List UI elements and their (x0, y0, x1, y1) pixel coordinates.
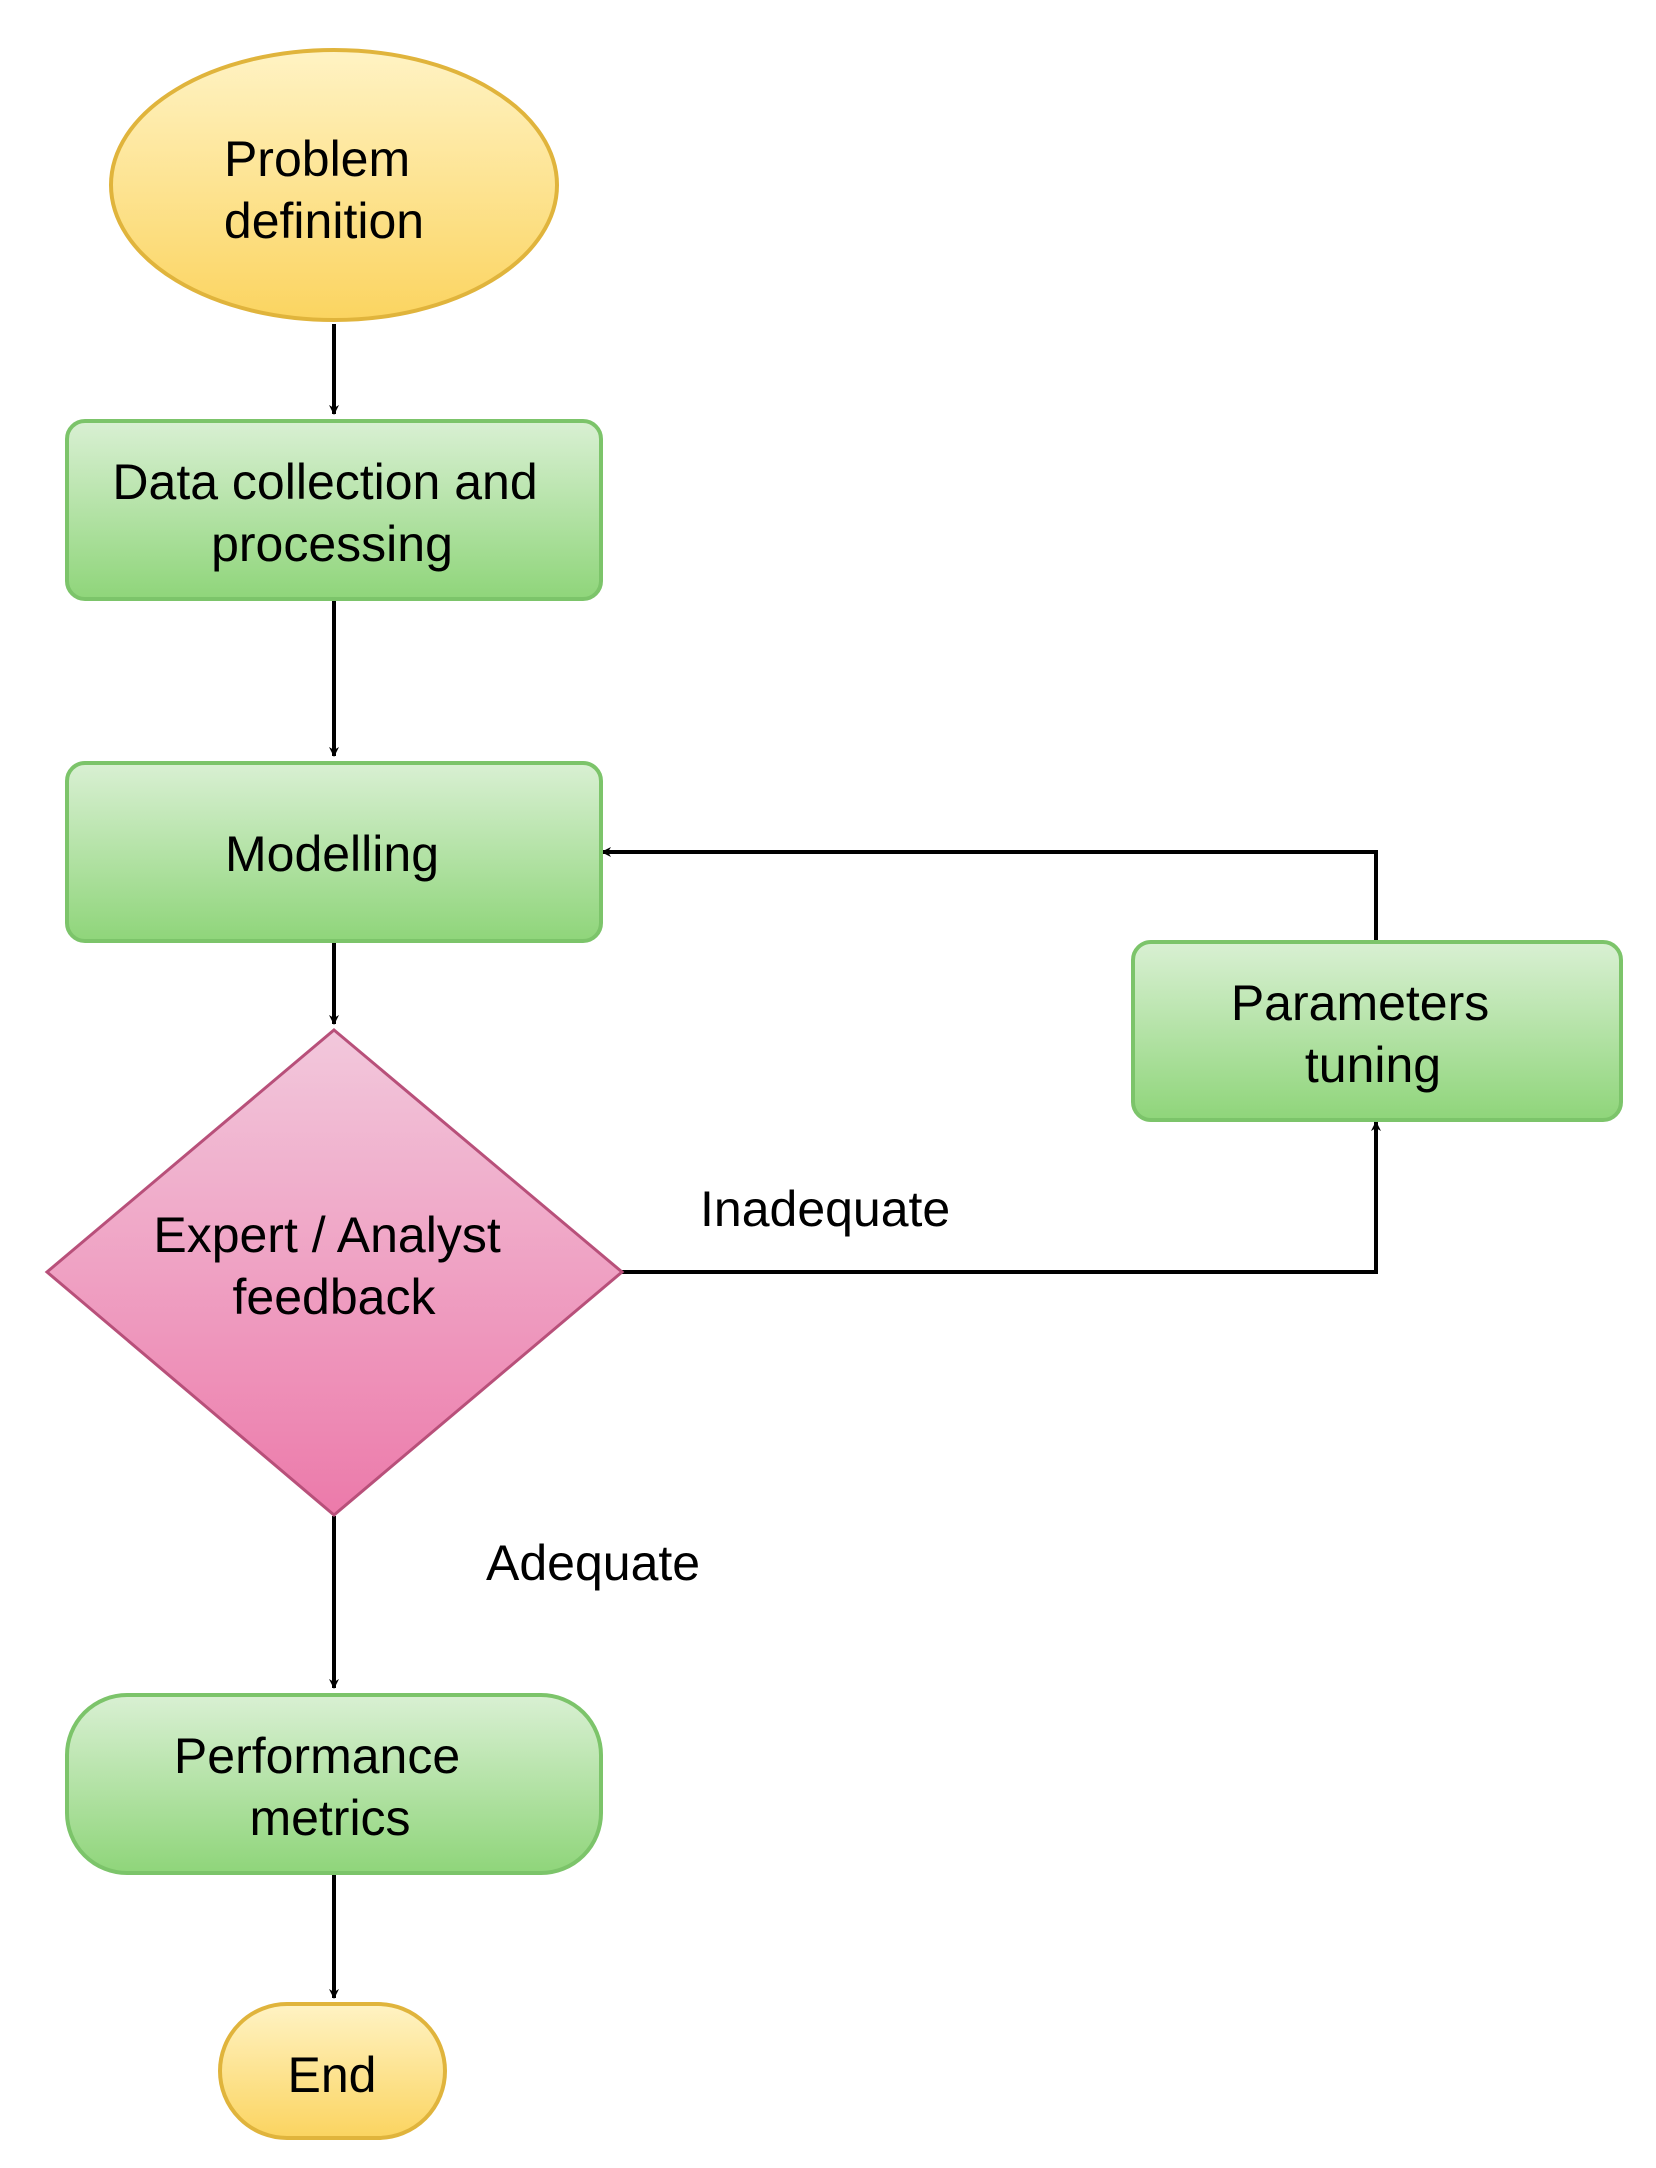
parameters-tuning-shape (1131, 940, 1623, 1122)
feedback-decision-label: Expert / Analyst feedback (153, 1207, 514, 1325)
parameters-tuning-label: Parameters tuning (1231, 975, 1503, 1093)
problem-definition-line1: Problem (224, 131, 410, 187)
feedback-decision-line2: feedback (233, 1269, 437, 1325)
parameters-tuning-line1: Parameters (1231, 975, 1489, 1031)
end-label: End (288, 2047, 377, 2103)
node-parameters-tuning[interactable]: Parameters tuning (1131, 940, 1623, 1122)
data-collection-line1: Data collection and (112, 454, 537, 510)
node-data-collection[interactable]: Data collection and processing (65, 419, 603, 601)
performance-metrics-shape (65, 1693, 603, 1875)
problem-definition-line2: definition (224, 193, 424, 249)
data-collection-label: Data collection and processing (112, 454, 551, 572)
connectors (329, 324, 1381, 1999)
node-problem-definition[interactable]: Problem definition (109, 48, 559, 322)
arrow-parameters-to-modelling (601, 847, 1378, 940)
edge-label-adequate: Adequate (486, 1535, 700, 1591)
problem-definition-label: Problem definition (224, 131, 424, 249)
problem-definition-shape (109, 48, 559, 322)
node-modelling[interactable]: Modelling (65, 761, 603, 943)
data-collection-shape (65, 419, 603, 601)
modelling-shape (65, 761, 603, 943)
feedback-decision-shape (44, 1028, 625, 1517)
node-performance-metrics[interactable]: Performance metrics (65, 1693, 603, 1875)
performance-metrics-line1: Performance (174, 1728, 460, 1784)
performance-metrics-line2: metrics (249, 1790, 410, 1846)
arrow-feedback-to-parameters (622, 1121, 1381, 1274)
performance-metrics-label: Performance metrics (174, 1728, 474, 1846)
data-collection-line2: processing (211, 516, 453, 572)
node-end[interactable]: End (218, 2002, 447, 2140)
end-shape (218, 2002, 447, 2140)
modelling-label: Modelling (225, 826, 439, 882)
feedback-decision-line1: Expert / Analyst (153, 1207, 500, 1263)
parameters-tuning-line2: tuning (1305, 1037, 1441, 1093)
node-feedback-decision[interactable]: Expert / Analyst feedback (44, 1028, 625, 1517)
edge-label-inadequate: Inadequate (700, 1181, 950, 1237)
